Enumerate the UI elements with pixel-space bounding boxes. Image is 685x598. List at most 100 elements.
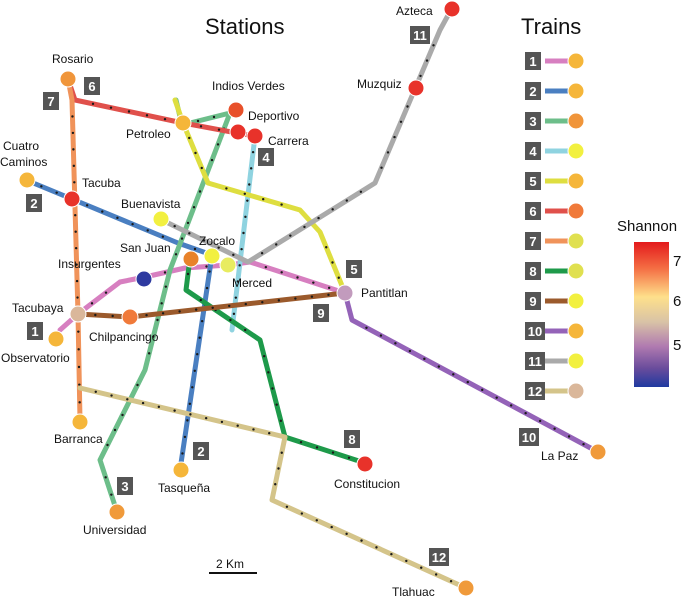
station-indios-verdes[interactable] — [227, 101, 245, 119]
route-stop-dot — [315, 446, 319, 449]
route-stop-dot — [106, 443, 109, 447]
station-barranca[interactable] — [71, 413, 89, 431]
station-muzquiz[interactable] — [407, 79, 425, 97]
route-stop-dot — [200, 319, 204, 323]
route-stop-dot — [146, 229, 149, 232]
route-stop-dot — [249, 167, 253, 170]
legend-dot — [567, 232, 585, 250]
station-petroleo[interactable] — [174, 114, 192, 132]
station-zocalo[interactable] — [203, 247, 221, 265]
route-stop-dot — [553, 427, 556, 430]
route-stop-dot — [94, 390, 97, 393]
station-tacubaya[interactable] — [69, 305, 87, 323]
station-san-juan[interactable] — [182, 250, 200, 268]
station-insurgentes[interactable] — [135, 270, 153, 288]
route-stop-dot — [73, 181, 76, 184]
station-tasque-a[interactable] — [172, 461, 190, 479]
station-label-insurgentes: Insurgentes — [58, 257, 121, 271]
legend-dot — [567, 82, 585, 100]
route-stop-dot — [78, 401, 81, 404]
route-stop-dot — [91, 102, 95, 106]
route-stop-dot — [181, 452, 184, 455]
route-stop-dot — [524, 411, 527, 415]
colorbar-tick-5: 5 — [673, 337, 681, 354]
route-stop-dot — [327, 293, 330, 297]
route-stop-dot — [55, 191, 58, 194]
route-stop-dot — [101, 210, 104, 213]
station-la-paz[interactable] — [589, 443, 607, 461]
station-tlahuac[interactable] — [457, 579, 475, 597]
route-line-12 — [77, 385, 469, 591]
line-badge-10: 10 — [519, 428, 539, 446]
legend-badge — [525, 232, 541, 250]
line-badge-3: 3 — [117, 477, 133, 495]
route-stop-dot — [174, 253, 178, 256]
route-stop-dot — [161, 235, 165, 238]
route-stop-dot — [386, 151, 390, 154]
legend-badge — [525, 202, 541, 220]
route-stop-dot — [275, 243, 278, 246]
route-stop-dot — [178, 310, 181, 313]
station-constitucion[interactable] — [356, 455, 374, 473]
station-rosario[interactable] — [59, 70, 77, 88]
line-badge-11: 11 — [410, 26, 430, 44]
station-carrera[interactable] — [246, 127, 264, 145]
svg-text:3: 3 — [121, 479, 128, 494]
svg-text:5: 5 — [350, 262, 357, 277]
route-stop-dot — [285, 505, 289, 508]
station-observatorio[interactable] — [47, 330, 65, 348]
station-chilpancingo[interactable] — [121, 308, 139, 326]
station-pantitlan[interactable] — [336, 284, 354, 302]
route-stop-dot — [310, 295, 314, 298]
route-stop-dot — [331, 261, 334, 264]
legend-dot — [567, 112, 585, 130]
route-stop-dot — [331, 208, 334, 211]
route-stop-dot — [261, 301, 264, 304]
metro-stations — [18, 0, 607, 597]
route-stop-dot — [180, 237, 184, 240]
legend-badge-text: 11 — [528, 354, 542, 369]
route-stop-dot — [582, 443, 585, 446]
route-stop-dot — [116, 216, 119, 220]
route-stop-dot — [188, 402, 192, 406]
route-stop-dot — [189, 413, 192, 416]
route-stop-dot — [238, 264, 241, 267]
route-stop-dot — [296, 276, 299, 279]
route-stop-dot — [77, 348, 80, 351]
route-stop-dot — [163, 271, 167, 274]
route-stop-dot — [252, 428, 255, 431]
svg-text:10: 10 — [522, 430, 536, 445]
route-stop-dot — [419, 74, 422, 78]
route-stop-dot — [242, 231, 245, 235]
legend-badge — [525, 292, 541, 310]
station-deportivo[interactable] — [229, 123, 247, 141]
legend-badge — [525, 82, 541, 100]
station-cuatro-caminos[interactable] — [18, 171, 36, 189]
svg-text:2: 2 — [30, 196, 37, 211]
route-stop-dot — [495, 396, 498, 399]
station-tacuba[interactable] — [63, 190, 81, 208]
legend-item-3: 3 — [525, 112, 585, 130]
trains-title: Trains — [521, 14, 581, 39]
station-universidad[interactable] — [108, 503, 126, 521]
route-stop-dot — [251, 150, 255, 154]
route-stop-dot — [141, 401, 145, 405]
station-azteca[interactable] — [443, 0, 461, 18]
route-stop-dot — [199, 298, 202, 302]
route-stop-dot — [217, 246, 220, 249]
station-merced[interactable] — [219, 256, 237, 274]
station-buenavista[interactable] — [152, 210, 170, 228]
route-stop-dot — [157, 405, 161, 409]
route-stop-dot — [274, 483, 277, 486]
route-stop-dot — [289, 234, 292, 237]
route-stop-dot — [449, 580, 453, 583]
route-stop-dot — [202, 239, 206, 242]
route-stop-dot — [188, 136, 191, 140]
colorbar-title: Shannon — [617, 218, 677, 235]
legend-badge — [525, 262, 541, 280]
route-stop-dot — [234, 296, 238, 299]
scale-label: 2 Km — [216, 557, 244, 571]
route-stop-dot — [327, 286, 331, 290]
